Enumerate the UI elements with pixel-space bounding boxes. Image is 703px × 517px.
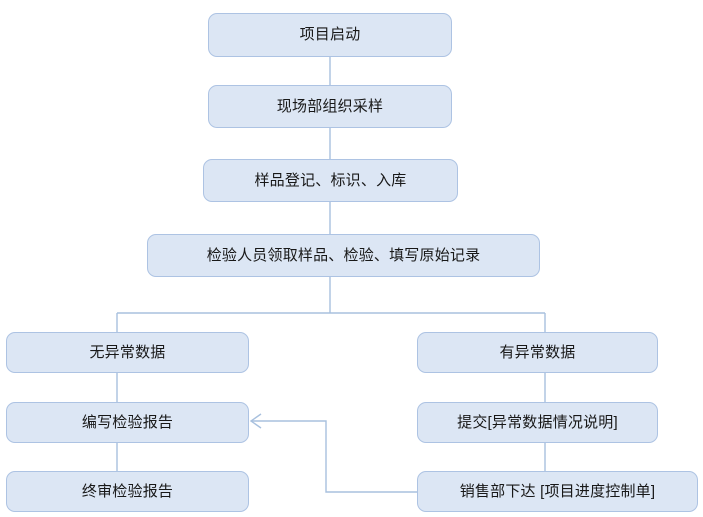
node-label: 有异常数据 (499, 343, 576, 361)
node-label: 编写检验报告 (81, 413, 174, 431)
node-final-inspection-report[interactable]: 终审检验报告 (6, 471, 249, 512)
node-label: 提交[异常数据情况说明] (457, 413, 618, 431)
node-label: 无异常数据 (89, 343, 166, 361)
node-label: 样品登记、标识、入库 (254, 171, 407, 189)
node-label: 终审检验报告 (81, 482, 174, 500)
node-sample-registration[interactable]: 样品登记、标识、入库 (203, 159, 458, 202)
node-label: 检验人员领取样品、检验、填写原始记录 (206, 246, 481, 264)
node-submit-abnormal-data-note[interactable]: 提交[异常数据情况说明] (417, 402, 658, 443)
node-write-inspection-report[interactable]: 编写检验报告 (6, 402, 249, 443)
arrowhead-left-icon (249, 413, 262, 429)
node-no-abnormal-data[interactable]: 无异常数据 (6, 332, 249, 373)
node-project-start[interactable]: 项目启动 (208, 13, 452, 57)
node-label: 销售部下达 [项目进度控制单] (459, 482, 656, 500)
connector-sales-feedback-to-write (252, 420, 417, 493)
node-inspector-collect-test-record[interactable]: 检验人员领取样品、检验、填写原始记录 (147, 234, 540, 277)
node-field-dept-sampling[interactable]: 现场部组织采样 (208, 85, 452, 128)
node-has-abnormal-data[interactable]: 有异常数据 (417, 332, 658, 373)
node-label: 现场部组织采样 (276, 97, 384, 115)
node-label: 项目启动 (299, 26, 361, 43)
node-sales-dept-progress-order[interactable]: 销售部下达 [项目进度控制单] (417, 471, 698, 512)
